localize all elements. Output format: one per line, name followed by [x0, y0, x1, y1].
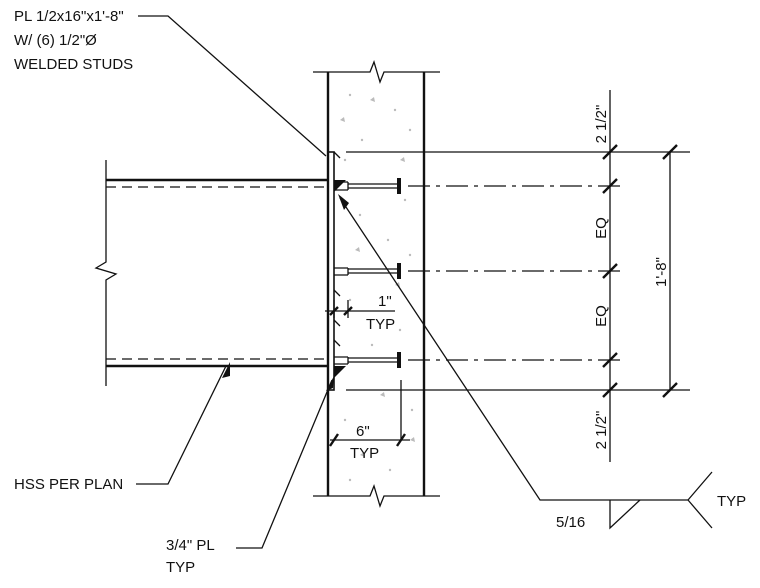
weld-tail: [687, 471, 713, 529]
stiffener-label-line2: TYP: [166, 559, 195, 576]
stud-offset-value: 1": [378, 293, 392, 310]
hss-member: [94, 160, 328, 386]
plate-label-line3: WELDED STUDS: [14, 56, 133, 73]
stud-offset-note: TYP: [366, 316, 395, 333]
stud-middle: [334, 263, 401, 279]
dim-overall: 1'-8": [653, 257, 670, 287]
stiffener-top: [334, 180, 346, 192]
wall-top-break-line: [313, 60, 440, 84]
vertical-dimension-string: [602, 90, 678, 462]
dim-bottom-edge: 2 1/2": [593, 411, 610, 450]
embed-plate: [327, 151, 341, 391]
hss-leader: [136, 365, 227, 485]
weld-leader: [339, 197, 688, 501]
stiffener-label-line1: 3/4" PL: [166, 537, 215, 554]
stiffener-bottom: [334, 366, 346, 378]
dim-eq-lower: EQ: [593, 305, 610, 327]
concrete-hatch: [340, 93, 415, 482]
dim-top-edge: 2 1/2": [593, 105, 610, 144]
stiffener-leader: [236, 379, 333, 549]
hss-label: HSS PER PLAN: [14, 476, 123, 493]
stud-offset-dimension: [325, 300, 395, 318]
stud-bottom: [334, 352, 401, 368]
plate-label-line1: PL 1/2x16"x1'-8": [14, 8, 124, 25]
plate-label-line2: W/ (6) 1/2"Ø: [14, 32, 97, 49]
stud-length-note: TYP: [350, 445, 379, 462]
wall-bottom-break-line: [313, 484, 440, 508]
weld-size-label: 5/16: [556, 514, 585, 531]
stud-length-value: 6": [356, 423, 370, 440]
extension-lines: [346, 151, 690, 391]
weld-note-label: TYP: [717, 493, 746, 510]
plate-leader: [138, 15, 327, 157]
welded-studs: [333, 178, 401, 378]
hss-break-line: [94, 160, 118, 386]
fillet-weld-symbol: [609, 499, 641, 530]
annotation-labels: PL 1/2x16"x1'-8" W/ (6) 1/2"Ø WELDED STU…: [14, 8, 746, 576]
stud-top: [334, 178, 401, 194]
leader-lines: [136, 15, 713, 549]
stud-length-dimension: [329, 380, 410, 447]
dim-eq-upper: EQ: [593, 217, 610, 239]
